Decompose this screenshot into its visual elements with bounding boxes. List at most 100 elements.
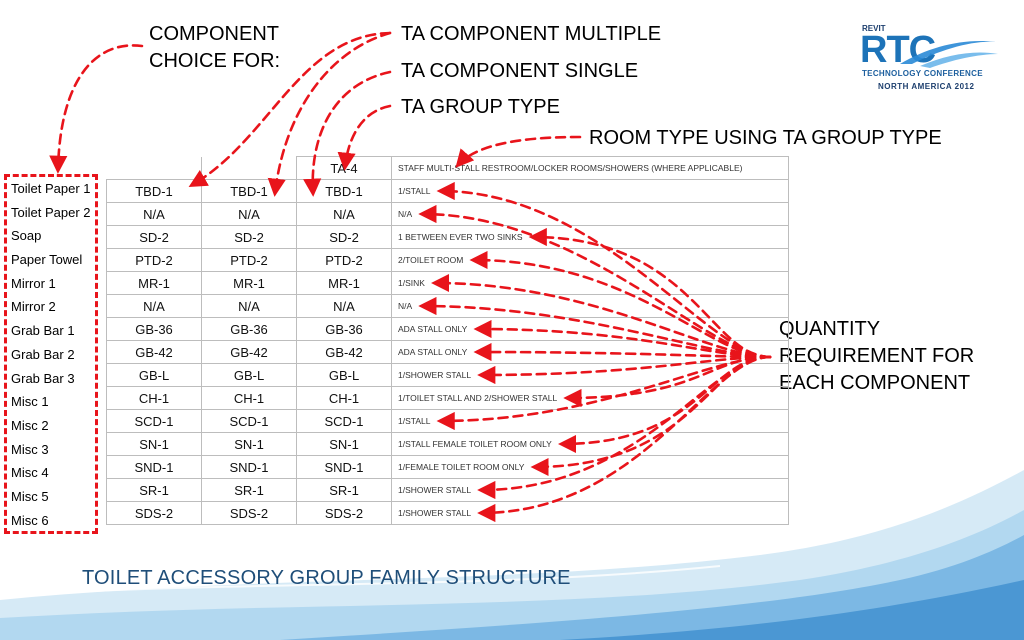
header-empty-cell	[201, 156, 297, 180]
cell-single: N/A	[201, 294, 297, 318]
cell-quantity: 1/SINK	[391, 271, 789, 295]
table-row: MR-1 MR-1 MR-1 1/SINK	[106, 271, 789, 295]
table-row: N/A N/A N/A N/A	[106, 202, 789, 226]
cell-quantity: 1 BETWEEN EVER TWO SINKS	[391, 225, 789, 249]
room-type-callout: ROOM TYPE USING TA GROUP TYPE	[589, 127, 942, 149]
cell-quantity: N/A	[391, 202, 789, 226]
arrow-component-choice	[49, 44, 144, 174]
cell-single: GB-36	[201, 317, 297, 341]
cell-single: PTD-2	[201, 248, 297, 272]
table-row: PTD-2 PTD-2 PTD-2 2/TOILET ROOM	[106, 248, 789, 272]
cell-multiple: SD-2	[106, 225, 202, 249]
component-label: Grab Bar 1	[11, 323, 75, 339]
cell-group: SCD-1	[296, 409, 392, 433]
cell-group: TBD-1	[296, 179, 392, 203]
cell-quantity: ADA STALL ONLY	[391, 317, 789, 341]
component-label: Grab Bar 3	[11, 370, 75, 386]
header-group-cell: TA-4	[296, 156, 392, 180]
table-row: GB-L GB-L GB-L 1/SHOWER STALL	[106, 363, 789, 387]
cell-multiple: PTD-2	[106, 248, 202, 272]
component-label: Misc 3	[11, 441, 49, 457]
cell-single: N/A	[201, 202, 297, 226]
component-labels-box	[4, 174, 98, 534]
cell-quantity: 1/TOILET STALL AND 2/SHOWER STALL	[391, 386, 789, 410]
cell-single: SDS-2	[201, 501, 297, 525]
cell-single: GB-42	[201, 340, 297, 364]
cell-group: SR-1	[296, 478, 392, 502]
component-label: Paper Towel	[11, 252, 83, 268]
cell-group: SND-1	[296, 455, 392, 479]
cell-quantity: 1/SHOWER STALL	[391, 501, 789, 525]
cell-quantity: ADA STALL ONLY	[391, 340, 789, 364]
cell-single: TBD-1	[201, 179, 297, 203]
table-row: GB-36 GB-36 GB-36 ADA STALL ONLY	[106, 317, 789, 341]
component-label: Soap	[11, 228, 42, 244]
cell-single: SCD-1	[201, 409, 297, 433]
table-row: N/A N/A N/A N/A	[106, 294, 789, 318]
cell-quantity: 2/TOILET ROOM	[391, 248, 789, 272]
component-label: Misc 1	[11, 394, 49, 410]
cell-multiple: SR-1	[106, 478, 202, 502]
cell-single: SN-1	[201, 432, 297, 456]
cell-quantity: 1/STALL	[391, 409, 789, 433]
cell-multiple: N/A	[106, 202, 202, 226]
cell-quantity: 1/STALL	[391, 179, 789, 203]
cell-quantity: 1/SHOWER STALL	[391, 363, 789, 387]
cell-multiple: GB-L	[106, 363, 202, 387]
cell-multiple: N/A	[106, 294, 202, 318]
cell-multiple: SDS-2	[106, 501, 202, 525]
cell-multiple: SCD-1	[106, 409, 202, 433]
cell-single: GB-L	[201, 363, 297, 387]
cell-group: SD-2	[296, 225, 392, 249]
cell-multiple: SN-1	[106, 432, 202, 456]
header-room-type-cell: STAFF MULTI-STALL RESTROOM/LOCKER ROOMS/…	[391, 156, 789, 180]
table-row: SND-1 SND-1 SND-1 1/FEMALE TOILET ROOM O…	[106, 455, 789, 479]
cell-group: N/A	[296, 202, 392, 226]
table-row: CH-1 CH-1 CH-1 1/TOILET STALL AND 2/SHOW…	[106, 386, 789, 410]
header-empty-cell	[106, 156, 202, 180]
cell-single: CH-1	[201, 386, 297, 410]
cell-multiple: GB-42	[106, 340, 202, 364]
table-row: SCD-1 SCD-1 SCD-1 1/STALL	[106, 409, 789, 433]
logo-swoosh-icon	[900, 40, 998, 68]
cell-single: SR-1	[201, 478, 297, 502]
component-label: Misc 6	[11, 512, 49, 528]
cell-group: GB-42	[296, 340, 392, 364]
cell-quantity: 1/STALL FEMALE TOILET ROOM ONLY	[391, 432, 789, 456]
cell-multiple: GB-36	[106, 317, 202, 341]
component-label: Toilet Paper 1	[11, 181, 91, 196]
cell-group: CH-1	[296, 386, 392, 410]
cell-group: GB-36	[296, 317, 392, 341]
table-header-row: TA-4 STAFF MULTI-STALL RESTROOM/LOCKER R…	[106, 156, 789, 180]
ta-component-single-callout: TA COMPONENT SINGLE	[401, 60, 639, 82]
cell-multiple: MR-1	[106, 271, 202, 295]
cell-group: N/A	[296, 294, 392, 318]
cell-group: PTD-2	[296, 248, 392, 272]
component-label: Mirror 2	[11, 299, 56, 315]
ta-group-table: TA-4 STAFF MULTI-STALL RESTROOM/LOCKER R…	[106, 156, 789, 525]
cell-single: MR-1	[201, 271, 297, 295]
cell-multiple: SND-1	[106, 455, 202, 479]
table-row: SDS-2 SDS-2 SDS-2 1/SHOWER STALL	[106, 501, 789, 525]
logo-rtc-text: RTC	[860, 29, 936, 71]
component-label: Toilet Paper 2	[11, 204, 91, 220]
cell-quantity: N/A	[391, 294, 789, 318]
component-label: Misc 5	[11, 488, 49, 504]
logo-region-text: NORTH AMERICA 2012	[878, 82, 975, 91]
cell-quantity: 1/SHOWER STALL	[391, 478, 789, 502]
table-row: SR-1 SR-1 SR-1 1/SHOWER STALL	[106, 478, 789, 502]
cell-quantity: 1/FEMALE TOILET ROOM ONLY	[391, 455, 789, 479]
component-label: Grab Bar 2	[11, 346, 75, 362]
table-row: SN-1 SN-1 SN-1 1/STALL FEMALE TOILET ROO…	[106, 432, 789, 456]
slide-title: TOILET ACCESSORY GROUP FAMILY STRUCTURE	[82, 567, 571, 589]
logo-conference-text: TECHNOLOGY CONFERENCE	[862, 69, 983, 78]
ta-component-multiple-callout: TA COMPONENT MULTIPLE	[401, 23, 662, 45]
ta-group-type-callout: TA GROUP TYPE	[401, 96, 560, 118]
cell-group: GB-L	[296, 363, 392, 387]
rtc-logo: REVIT RTC TECHNOLOGY CONFERENCE NORTH AM…	[860, 24, 1000, 96]
component-label-list: Toilet Paper 1 Toilet Paper 2 Soap Paper…	[11, 180, 91, 535]
component-label: Mirror 1	[11, 275, 56, 291]
component-label: Misc 4	[11, 465, 49, 481]
component-choice-callout: COMPONENT CHOICE FOR:	[149, 23, 281, 72]
quantity-requirement-callout: QUANTITY REQUIREMENT FOR EACH COMPONENT	[779, 318, 975, 394]
